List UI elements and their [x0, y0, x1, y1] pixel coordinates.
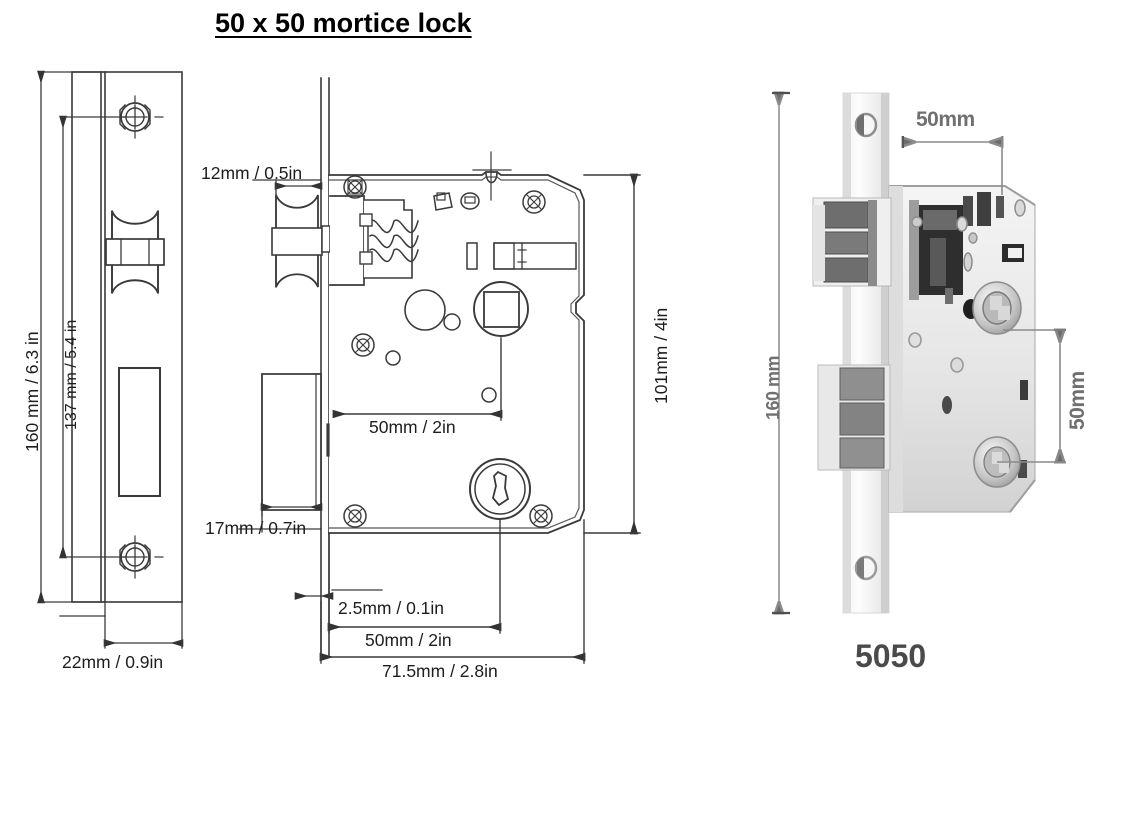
- dim-label-backset-upper: 50mm / 2in: [369, 417, 456, 437]
- dim-label-latch-projection: 12mm / 0.5in: [201, 163, 303, 183]
- photo-dimension-lines: [772, 93, 1066, 613]
- deadbolt-section: [261, 373, 330, 511]
- dim-label-faceplate-height: 160 mm / 6.3 in: [22, 331, 42, 452]
- dim-label-faceplate-screw-centres: 137 mm / 5.4 in: [63, 319, 80, 430]
- product-photo-illustration: [812, 92, 1036, 614]
- dim-backset-upper: [332, 337, 503, 421]
- dim-overall-depth: [319, 519, 586, 664]
- dim-case-height: [583, 173, 641, 535]
- faceplate-top-screw-hole: [119, 95, 164, 139]
- photo-dim-label-height: 160 mm: [763, 355, 783, 420]
- dim-label-deadbolt-projection: 17mm / 0.7in: [205, 518, 307, 538]
- lock-case-outline: [328, 171, 585, 534]
- dim-label-faceplate-width: 22mm / 0.9in: [62, 652, 164, 672]
- dim-label-backset-lower: 50mm / 2in: [365, 630, 452, 650]
- keyhole-section: [469, 458, 531, 520]
- dim-faceplate-thickness: [294, 589, 383, 600]
- dim-label-case-height: 101mm / 4in: [651, 307, 671, 404]
- product-model-label: 5050: [855, 638, 927, 674]
- body-faceplate-edge: [320, 77, 330, 656]
- roller-latch-section: [271, 194, 419, 288]
- dim-label-faceplate-thickness: 2.5mm / 0.1in: [338, 598, 445, 618]
- photo-dim-label-centres: 50mm: [1066, 371, 1089, 430]
- case-internal-features: [343, 175, 577, 528]
- roller-latch-front: [105, 210, 165, 294]
- faceplate-outline: [71, 71, 183, 603]
- faceplate-bottom-screw-hole: [119, 535, 164, 579]
- page-title: 50 x 50 mortice lock: [215, 8, 472, 38]
- case-top-centre-mark: [472, 151, 512, 201]
- deadbolt-opening-front: [118, 367, 161, 497]
- photo-dim-label-backset: 50mm: [916, 108, 975, 131]
- dim-label-overall-depth: 71.5mm / 2.8in: [382, 661, 498, 681]
- dim-faceplate-width: [59, 601, 184, 649]
